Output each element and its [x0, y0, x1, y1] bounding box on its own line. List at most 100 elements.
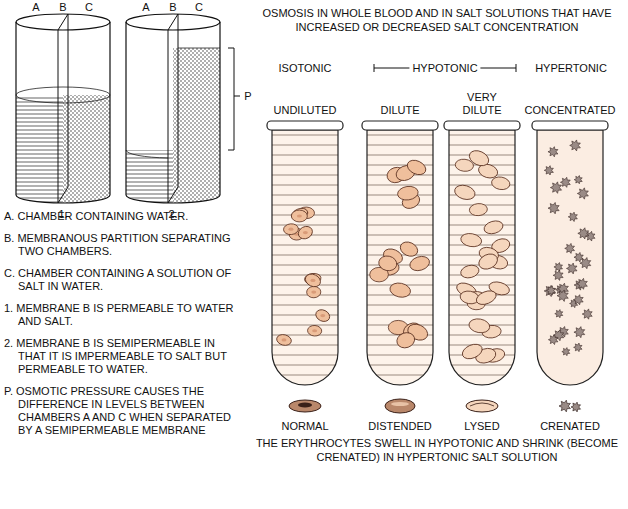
tube-rim	[362, 121, 438, 130]
erythrocyte	[303, 272, 322, 289]
crenated-cell	[546, 286, 555, 295]
erythrocyte	[460, 341, 484, 361]
erythrocyte	[455, 158, 474, 172]
sample-cell	[559, 400, 570, 412]
part-letter: P	[244, 90, 251, 103]
legend-note: C. CHAMBER CONTAINING A SOLUTION OF SALT…	[4, 267, 240, 293]
crenated-cell	[577, 278, 588, 289]
part-letter: C	[85, 1, 93, 14]
erythrocyte	[468, 317, 491, 334]
crenated-cell	[574, 343, 582, 352]
tube-label: LYSED	[464, 420, 499, 433]
erythrocyte	[483, 219, 505, 236]
part-letter: B	[59, 1, 66, 14]
tube-label: ISOTONIC	[279, 62, 332, 75]
erythrocyte	[491, 176, 511, 191]
erythrocyte	[460, 232, 483, 248]
crenated-cell	[574, 327, 585, 338]
test-tube	[272, 130, 338, 385]
cell-fold	[470, 403, 494, 406]
beaker-wall	[126, 22, 220, 203]
erythrocyte	[377, 254, 398, 272]
tube-label: DISTENDED	[368, 420, 432, 433]
legend-note: B. MEMBRANOUS PARTITION SEPARATING TWO C…	[4, 232, 240, 258]
legend-note: 1. MEMBRANE B IS PERMEABLE TO WATER AND …	[4, 302, 240, 328]
crenated-cell	[553, 270, 563, 280]
crenated-cell	[565, 243, 575, 253]
erythrocyte	[283, 223, 299, 235]
water	[120, 150, 173, 220]
legend-note: 2. MEMBRANE B IS SEMIPERMEABLE IN THAT I…	[4, 337, 240, 376]
liquid-level	[178, 48, 220, 49]
cell-center	[282, 338, 287, 341]
cell-center	[298, 403, 312, 408]
crenated-cell	[544, 285, 555, 296]
tube-rim	[532, 121, 608, 130]
erythrocyte	[459, 263, 480, 279]
tube-rim	[267, 121, 343, 130]
tube-rim	[444, 121, 520, 130]
erythrocyte	[397, 185, 419, 201]
crenated-cell	[566, 263, 577, 274]
pressure-bracket	[228, 48, 240, 150]
erythrocyte	[389, 281, 412, 299]
tube-label: NORMAL	[281, 420, 328, 433]
membrane-b	[168, 14, 178, 203]
crenated-cell	[548, 335, 558, 345]
salt-solution	[63, 95, 115, 215]
part-letter: 2.	[168, 208, 177, 221]
tube-label: HYPERTONIC	[535, 62, 607, 75]
test-tube	[537, 130, 603, 385]
test-tubes	[267, 121, 608, 413]
erythrocyte	[405, 157, 428, 177]
part-letter: A	[32, 1, 39, 14]
beaker-2	[120, 14, 225, 220]
tube-label: HYPOTONIC	[409, 62, 480, 75]
erythrocyte	[307, 325, 322, 337]
tube-label: UNDILUTED	[274, 104, 337, 117]
erythrocyte	[474, 288, 498, 307]
crenated-cell	[560, 177, 570, 187]
liquid-level	[126, 150, 168, 158]
erythrocyte	[276, 333, 293, 347]
erythrocyte	[395, 330, 417, 350]
crenated-cell	[554, 263, 563, 272]
tube-label: DILUTE	[380, 104, 419, 117]
crenated-cell	[548, 147, 558, 157]
caption: THE ERYTHROCYTES SWELL IN HYPOTONIC AND …	[252, 436, 622, 464]
crenated-cell	[568, 212, 577, 221]
tube-label: CONCENTRATED	[525, 104, 616, 117]
crenated-cell	[582, 309, 592, 319]
legend-list: A. CHAMBER CONTAINING WATER. B. MEMBRANOU…	[4, 210, 240, 446]
tube-label: VERY DILUTE	[454, 91, 510, 117]
liquid-level	[16, 87, 110, 103]
beaker-1	[10, 14, 115, 215]
crenated-cell	[574, 176, 582, 184]
crenated-cell	[544, 166, 553, 175]
crenated-cell	[550, 182, 561, 193]
cell-center	[297, 214, 302, 217]
legend-note: A. CHAMBER CONTAINING WATER.	[4, 210, 240, 223]
crenated-cell	[557, 290, 568, 302]
cell-center	[391, 402, 409, 406]
cell-center	[320, 314, 325, 317]
sample-cell	[466, 400, 498, 412]
erythrocyte	[296, 224, 314, 241]
sample-cell	[289, 400, 321, 412]
membrane-b	[58, 14, 68, 203]
salt-solution	[173, 48, 225, 218]
cell-center	[312, 329, 317, 332]
erythrocyte	[398, 239, 420, 259]
erythrocyte	[306, 286, 321, 298]
legend-note: P. OSMOTIC PRESSURE CAUSES THE DIFFERENC…	[4, 385, 240, 437]
erythrocyte	[290, 206, 309, 222]
erythrocyte	[314, 308, 332, 324]
title: OSMOSIS IN WHOLE BLOOD AND IN SALT SOLUT…	[252, 6, 622, 34]
crenated-cell	[578, 228, 589, 239]
crenated-cell	[562, 348, 570, 356]
cell-center	[310, 279, 315, 282]
erythrocyte	[469, 203, 488, 217]
sample-cell	[385, 399, 415, 413]
tube-label: CRENATED	[540, 420, 600, 433]
erythrocyte	[476, 251, 500, 272]
